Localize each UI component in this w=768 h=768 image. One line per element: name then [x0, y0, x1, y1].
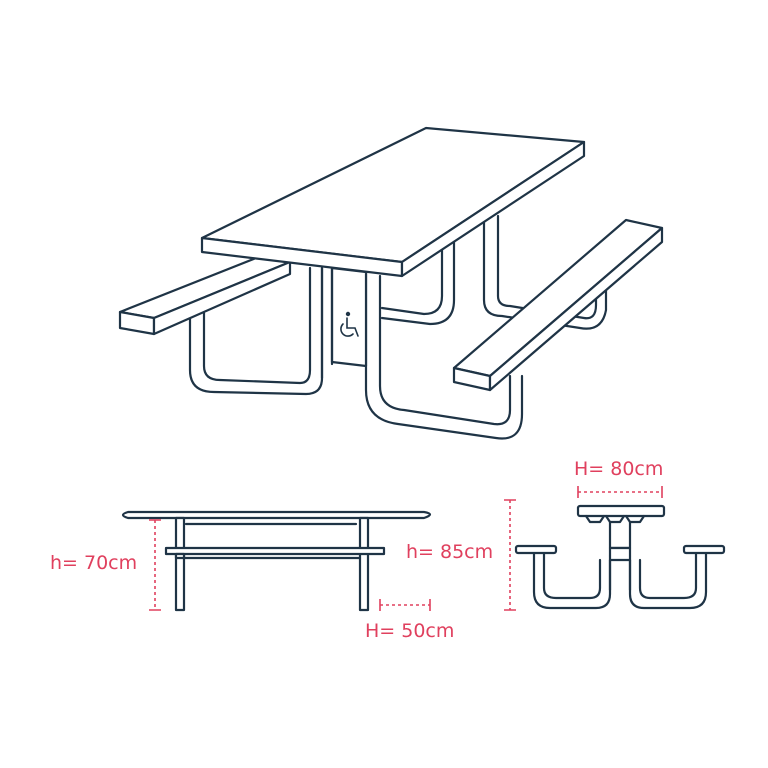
bench-clearance-label: H= 50cm	[365, 620, 455, 642]
front-left-bench	[514, 544, 558, 555]
side-height-label: h= 70cm	[50, 552, 138, 574]
front-table-top	[576, 504, 666, 518]
front-height-label: h= 85cm	[406, 541, 494, 563]
wheelchair-accessibility-icon	[340, 311, 359, 337]
center-back-frame	[380, 238, 456, 326]
side-table-top	[121, 510, 432, 520]
main-front-frame	[364, 270, 524, 440]
table-width-label: H= 80cm	[574, 458, 664, 480]
front-right-bench	[682, 544, 726, 555]
front-right-frame	[628, 550, 708, 610]
side-bench	[164, 546, 386, 556]
side-right-leg	[358, 516, 370, 612]
left-bench-frame	[188, 266, 324, 396]
front-left-frame	[532, 550, 612, 610]
side-left-leg	[174, 516, 186, 612]
